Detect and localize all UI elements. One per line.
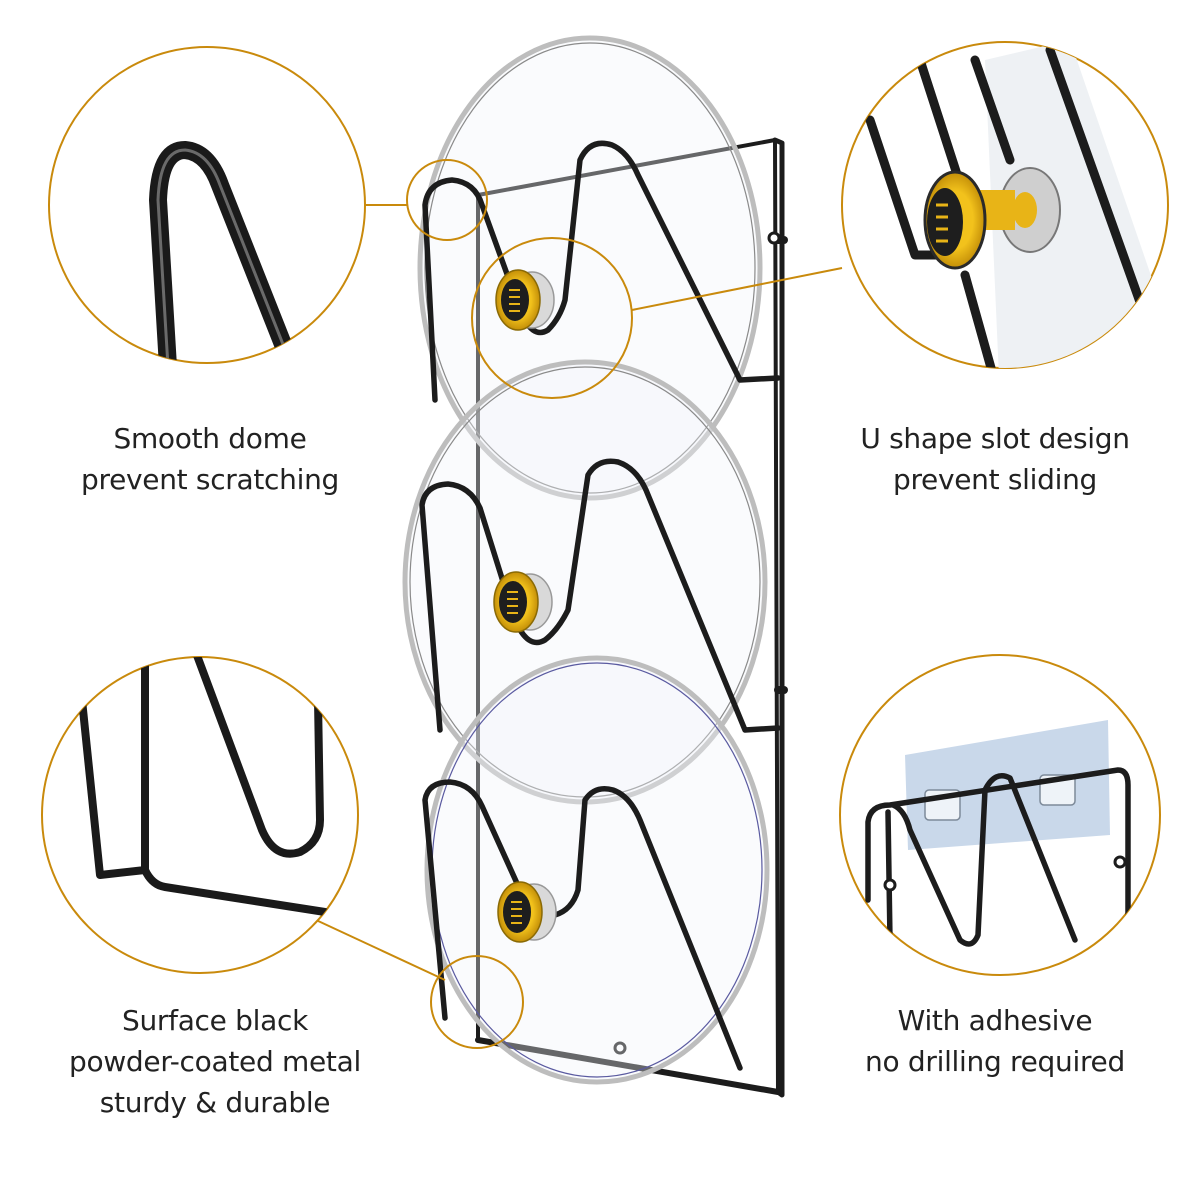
marker-u-slot <box>471 237 633 399</box>
detail-u-slot <box>841 41 1169 369</box>
leader-tr <box>631 267 843 311</box>
detail-powder-coated <box>41 656 359 974</box>
caption-line: sturdy & durable <box>99 1086 331 1119</box>
caption-line: powder-coated metal <box>69 1045 361 1078</box>
caption-line: U shape slot design <box>860 422 1130 455</box>
caption-powder-coated: Surface black powder-coated metal sturdy… <box>35 1000 395 1123</box>
caption-line: no drilling required <box>865 1045 1125 1078</box>
marker-smooth-dome <box>406 159 488 241</box>
caption-line: Surface black <box>122 1004 308 1037</box>
marker-corner <box>430 955 524 1049</box>
caption-line: Smooth dome <box>113 422 307 455</box>
caption-smooth-dome: Smooth dome prevent scratching <box>40 418 380 500</box>
caption-line: prevent sliding <box>892 463 1098 496</box>
callout-markers <box>315 159 843 1049</box>
caption-line: With adhesive <box>897 1004 1093 1037</box>
caption-u-slot: U shape slot design prevent sliding <box>825 418 1165 500</box>
lid-knobs <box>493 269 557 943</box>
detail-adhesive <box>839 654 1161 976</box>
detail-smooth-dome <box>48 46 366 364</box>
pot-lid-rack <box>402 35 788 1098</box>
lid-3 <box>424 655 770 1085</box>
caption-adhesive: With adhesive no drilling required <box>825 1000 1165 1082</box>
leader-bl <box>315 919 446 981</box>
caption-line: prevent scratching <box>81 463 339 496</box>
